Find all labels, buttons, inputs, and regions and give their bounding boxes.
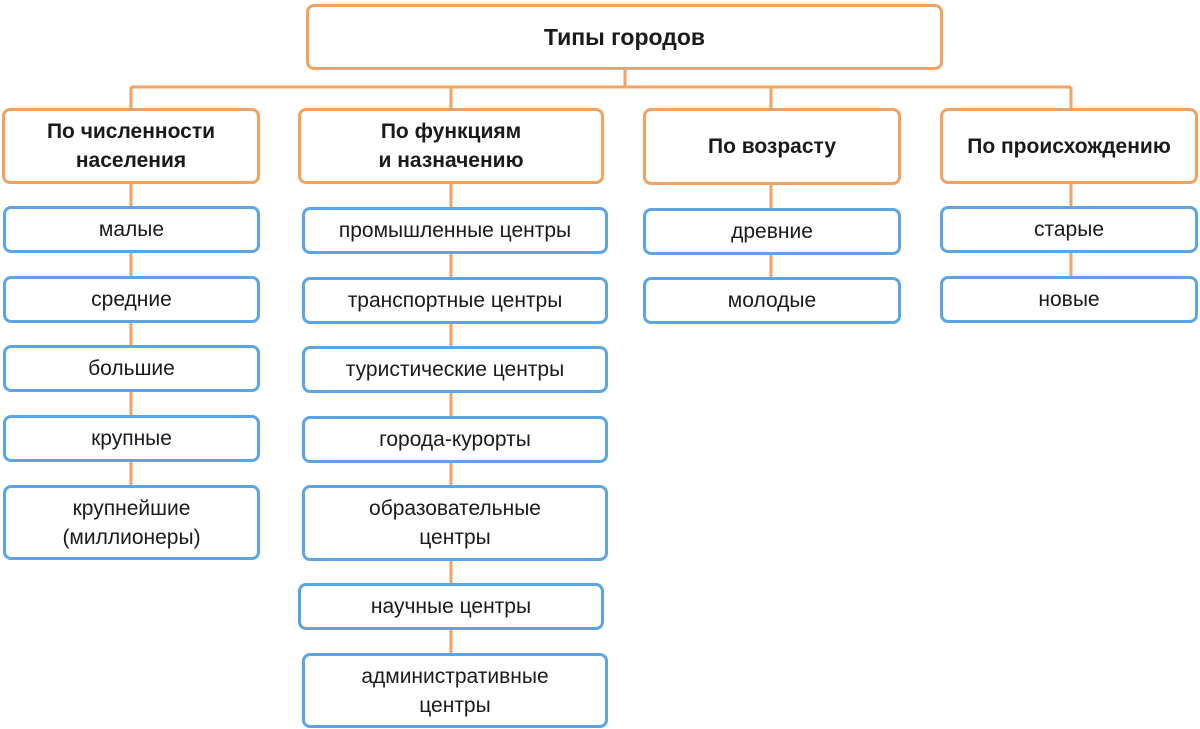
item-label: промышленные центры bbox=[338, 219, 572, 242]
item-scientific: научные центры bbox=[298, 583, 604, 630]
item-old: старые bbox=[940, 206, 1198, 253]
item-label: старые bbox=[1033, 218, 1104, 241]
item-administrative: административные центры bbox=[302, 653, 608, 728]
item-new: новые bbox=[940, 276, 1198, 323]
item-label: транспортные центры bbox=[347, 289, 563, 312]
category-connectors bbox=[129, 68, 1073, 109]
item-transport: транспортные центры bbox=[302, 277, 608, 324]
category-function: По функциям и назначению bbox=[298, 108, 604, 184]
item-label: образовательные центры bbox=[369, 497, 541, 549]
category-label: По возрасту bbox=[707, 135, 837, 158]
item-label: административные центры bbox=[361, 664, 549, 717]
item-label: города-курорты bbox=[379, 428, 531, 451]
item-tourist: туристические центры bbox=[302, 346, 608, 393]
category-label: По численности населения bbox=[46, 120, 216, 172]
item-ancient: древние bbox=[643, 208, 901, 255]
item-label: крупнейшие (миллионеры) bbox=[62, 496, 201, 549]
item-big: крупные bbox=[3, 415, 260, 462]
item-label: древние bbox=[731, 220, 813, 243]
item-label: средние bbox=[91, 288, 172, 311]
category-age: По возрасту bbox=[643, 108, 901, 185]
item-label: молодые bbox=[727, 289, 817, 312]
item-label: новые bbox=[1038, 288, 1100, 311]
item-label: научные центры bbox=[370, 595, 532, 618]
category-label: По функциям и назначению bbox=[378, 120, 524, 172]
item-small: малые bbox=[3, 206, 260, 253]
item-label: туристические центры bbox=[345, 358, 565, 381]
item-large: большие bbox=[3, 345, 260, 392]
item-label: малые bbox=[98, 218, 165, 241]
item-medium: средние bbox=[3, 276, 260, 323]
root-label: Типы городов bbox=[543, 23, 706, 50]
category-label: По происхождению bbox=[967, 134, 1171, 158]
item-label: большие bbox=[88, 357, 175, 380]
item-label: крупные bbox=[91, 427, 172, 450]
item-resort: города-курорты bbox=[302, 416, 608, 463]
item-industrial: промышленные центры bbox=[302, 207, 608, 254]
root-node: Типы городов bbox=[306, 4, 943, 70]
item-educational: образовательные центры bbox=[302, 485, 608, 561]
category-origin: По происхождению bbox=[940, 108, 1198, 184]
item-young: молодые bbox=[643, 277, 901, 324]
item-largest: крупнейшие (миллионеры) bbox=[3, 485, 260, 560]
category-population: По численности населения bbox=[2, 108, 260, 184]
